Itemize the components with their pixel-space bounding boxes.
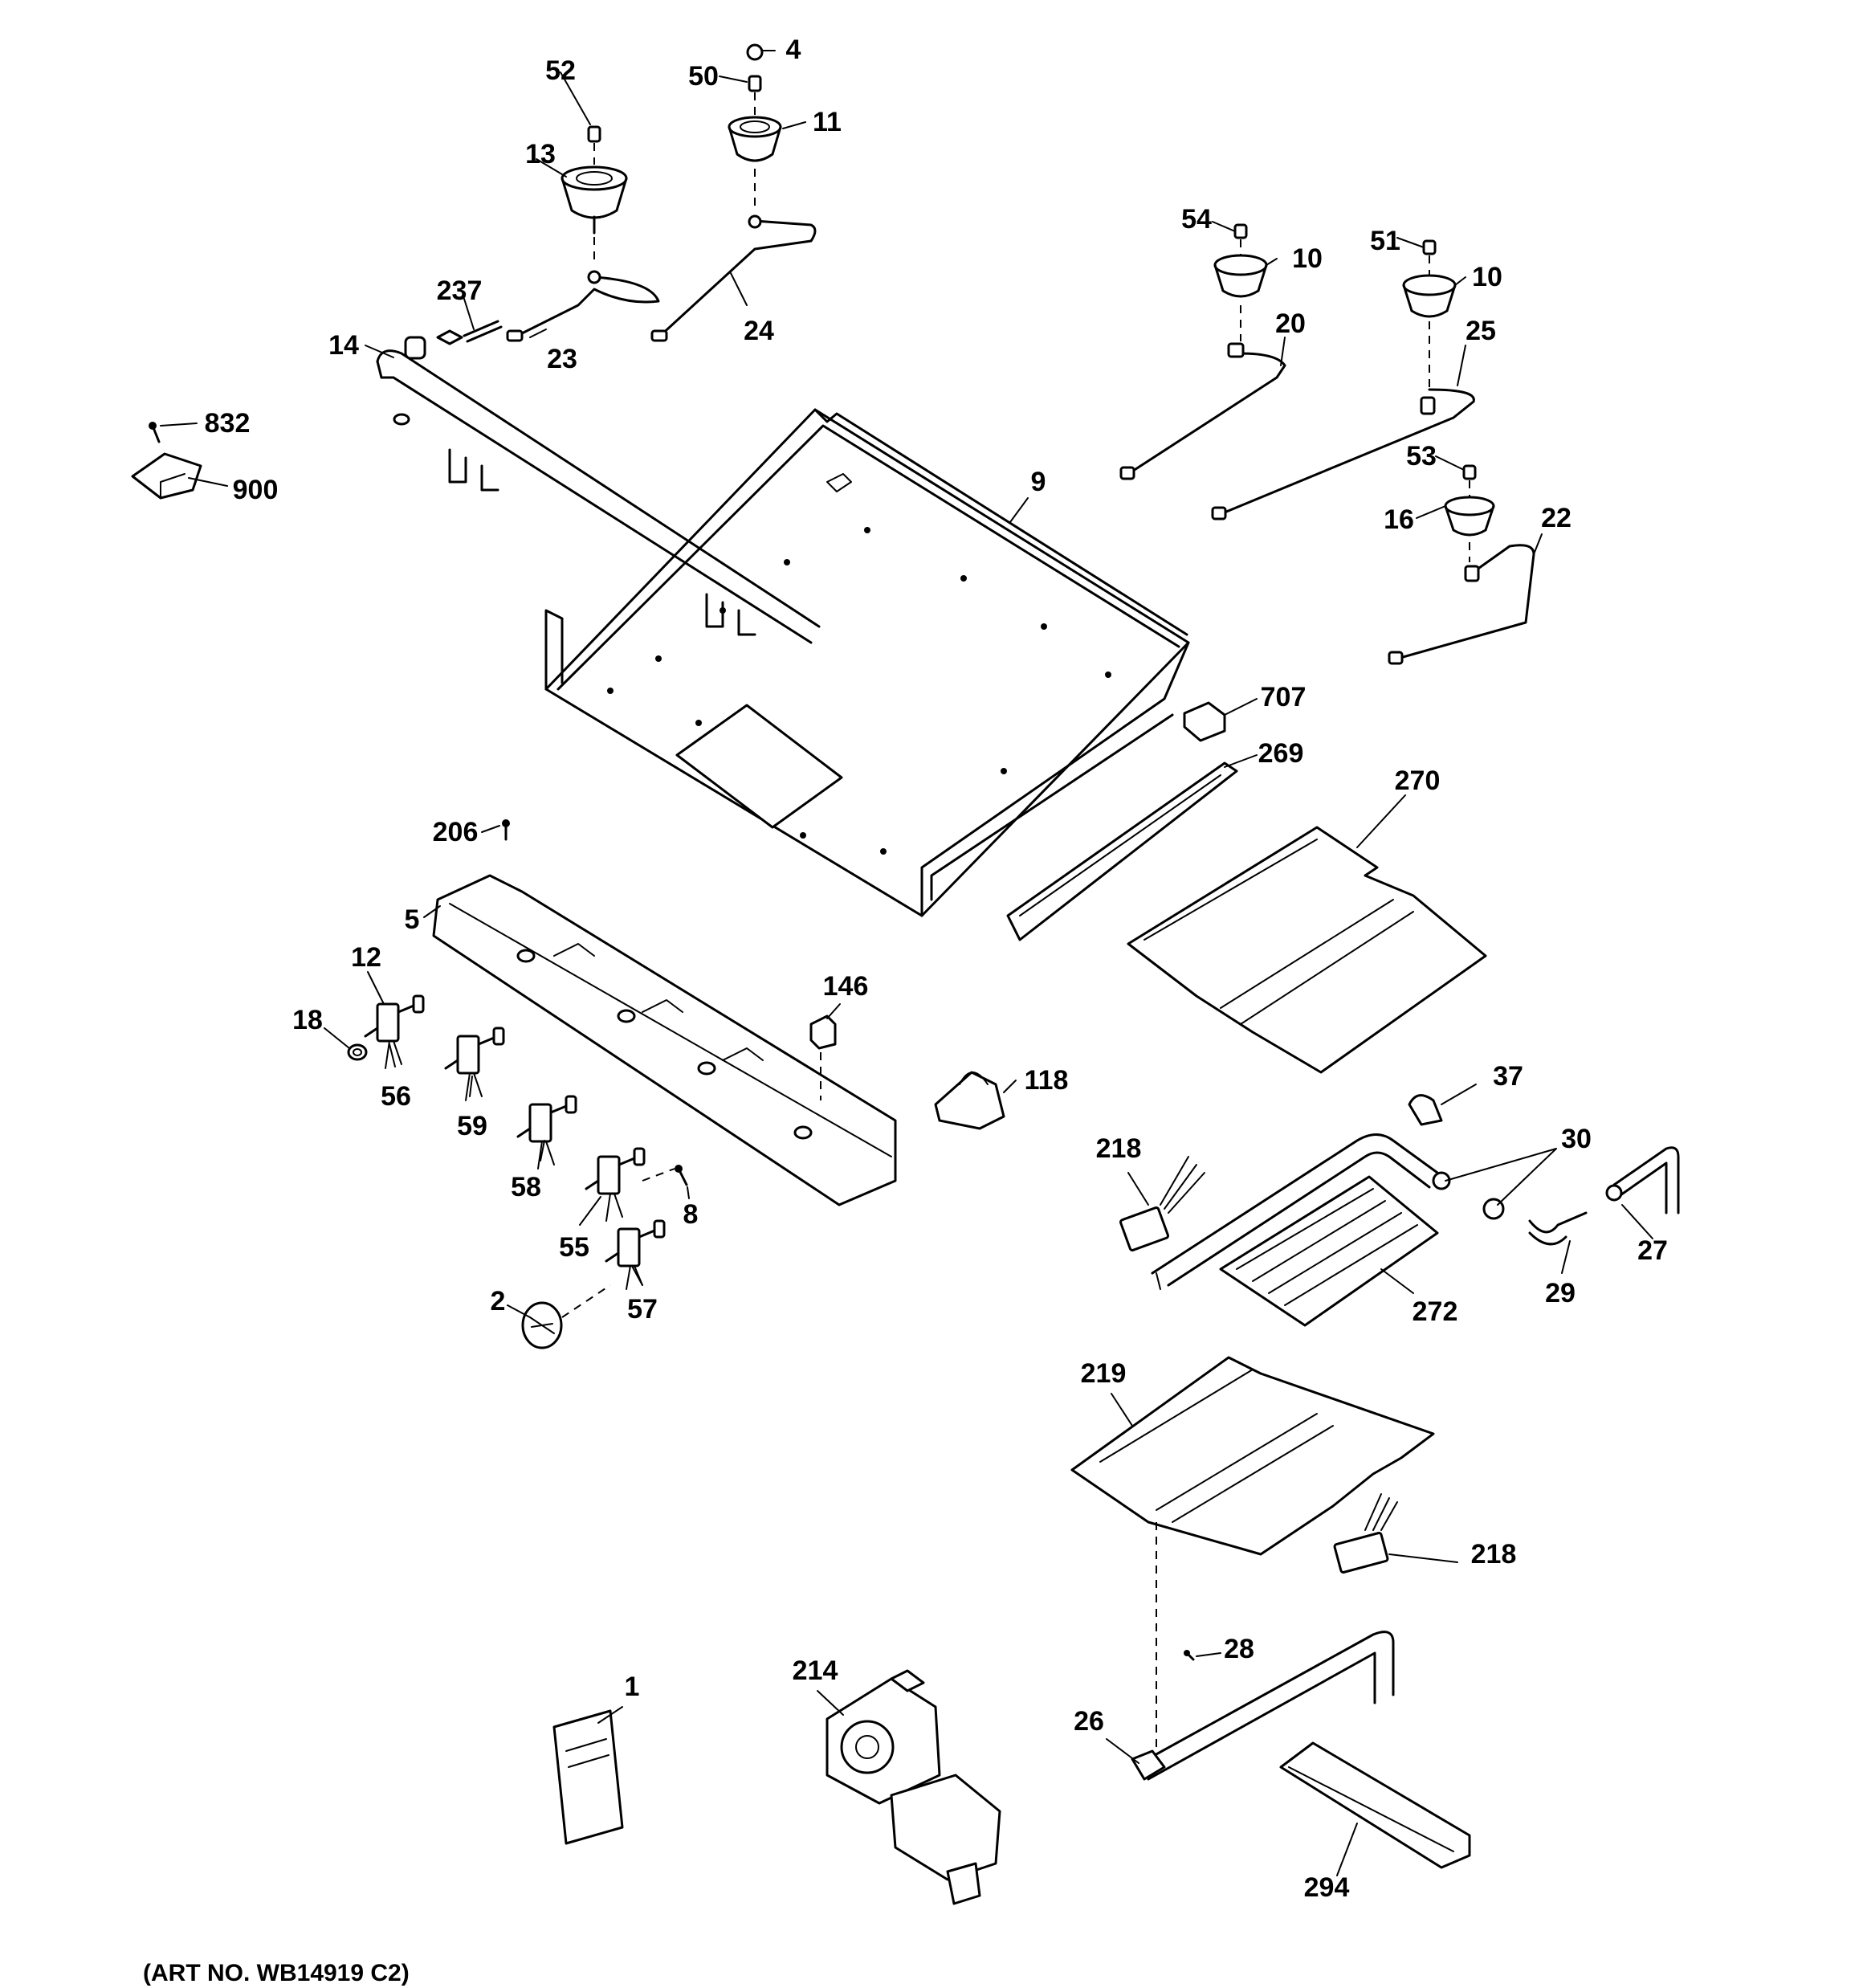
part-label-52: 52 (545, 55, 576, 86)
part-label-29: 29 (1545, 1278, 1576, 1308)
part-label-24: 24 (744, 316, 774, 346)
plate-37 (1408, 1094, 1443, 1126)
valve-59 (444, 1027, 505, 1101)
control-bracket-5 (432, 874, 897, 1206)
part-label-51: 51 (1370, 226, 1400, 256)
part-label-1: 1 (624, 1672, 640, 1702)
screw-206 (502, 819, 510, 841)
part-label-12: 12 (351, 942, 381, 973)
burner-tube-20 (1119, 305, 1286, 480)
panel-219 (1070, 1356, 1435, 1751)
burner-grate-272 (1219, 1175, 1439, 1327)
part-label-10-left: 10 (1292, 243, 1323, 274)
part-label-237: 237 (436, 276, 483, 306)
part-label-832: 832 (204, 408, 251, 439)
deflector-294 (1279, 1741, 1471, 1869)
part-label-206: 206 (432, 817, 479, 847)
part-label-50: 50 (688, 61, 719, 92)
part-label-294: 294 (1303, 1872, 1350, 1903)
part-label-218-bottom: 218 (1470, 1539, 1517, 1570)
part-label-146: 146 (822, 971, 869, 1002)
part-label-23: 23 (547, 344, 577, 374)
part-label-5: 5 (404, 904, 420, 935)
part-label-214: 214 (792, 1655, 838, 1686)
part-label-900: 900 (232, 475, 279, 505)
part-label-13: 13 (525, 139, 556, 169)
knob-2 (521, 1284, 611, 1349)
part-label-2: 2 (490, 1286, 506, 1316)
broil-burner-26 (1131, 1631, 1395, 1781)
part-label-53: 53 (1406, 441, 1437, 471)
part-label-118: 118 (1024, 1065, 1069, 1096)
screw-28 (1184, 1650, 1195, 1661)
part-label-10-right: 10 (1472, 262, 1502, 292)
part-label-707: 707 (1260, 682, 1307, 712)
clip-707 (1183, 701, 1226, 742)
part-label-270: 270 (1394, 765, 1441, 796)
valve-58 (516, 1095, 577, 1170)
leader-lines (160, 50, 1653, 1876)
part-label-14: 14 (328, 330, 359, 361)
burner-box (544, 408, 1190, 917)
part-label-25: 25 (1466, 316, 1496, 346)
part-label-16: 16 (1384, 504, 1414, 535)
burner-head-10-left (1213, 223, 1268, 298)
burner-head-11 (728, 43, 782, 209)
part-label-219: 219 (1080, 1358, 1127, 1389)
burner-tube-24 (650, 214, 817, 342)
screw-8 (642, 1165, 688, 1186)
burner-head-13 (561, 125, 628, 265)
burner-tube-22 (1388, 542, 1535, 665)
part-label-37: 37 (1493, 1061, 1523, 1092)
part-label-272: 272 (1412, 1296, 1458, 1327)
gas-line-27 (1605, 1146, 1680, 1214)
art-number: (ART NO. WB14919 C2) (143, 1960, 410, 1986)
connector-218-top (1119, 1156, 1205, 1251)
part-label-22: 22 (1541, 503, 1572, 533)
part-label-11: 11 (813, 107, 842, 137)
valve-12 (364, 994, 425, 1069)
part-label-28: 28 (1224, 1634, 1254, 1664)
part-label-9: 9 (1030, 467, 1046, 497)
part-label-30: 30 (1561, 1124, 1592, 1154)
part-label-269: 269 (1258, 738, 1304, 769)
burner-tube-23 (506, 270, 660, 342)
orifice-fitting (436, 320, 503, 345)
part-label-56: 56 (381, 1081, 411, 1112)
tube-29 (1528, 1211, 1588, 1246)
burner-head-10-right (1402, 239, 1457, 318)
valve-55 (585, 1147, 646, 1222)
manifold-pipe (376, 336, 821, 644)
strip-269 (1006, 761, 1238, 941)
part-label-54: 54 (1181, 204, 1212, 235)
part-label-20: 20 (1275, 308, 1306, 339)
igniter-118 (934, 1071, 1005, 1130)
part-label-27: 27 (1637, 1235, 1668, 1266)
part-label-18: 18 (292, 1005, 323, 1035)
nut-18 (347, 1043, 368, 1061)
part-label-218-top: 218 (1095, 1133, 1142, 1164)
part-label-4: 4 (785, 35, 801, 65)
literature-packet-1 (552, 1709, 624, 1845)
part-label-8: 8 (683, 1199, 699, 1230)
burner-tube-25 (1211, 321, 1475, 520)
part-label-58: 58 (511, 1172, 541, 1202)
valve-assembly-214 (826, 1669, 1001, 1905)
bracket-900 (131, 422, 202, 500)
part-label-57: 57 (627, 1294, 658, 1325)
burner-head-16 (1444, 464, 1495, 537)
panel-270 (1127, 826, 1487, 1074)
valve-57 (605, 1219, 666, 1290)
part-label-59: 59 (457, 1111, 487, 1141)
clip-146 (809, 1014, 837, 1100)
part-label-55: 55 (559, 1232, 589, 1263)
connector-218-bottom (1333, 1493, 1398, 1574)
part-label-26: 26 (1074, 1706, 1104, 1737)
